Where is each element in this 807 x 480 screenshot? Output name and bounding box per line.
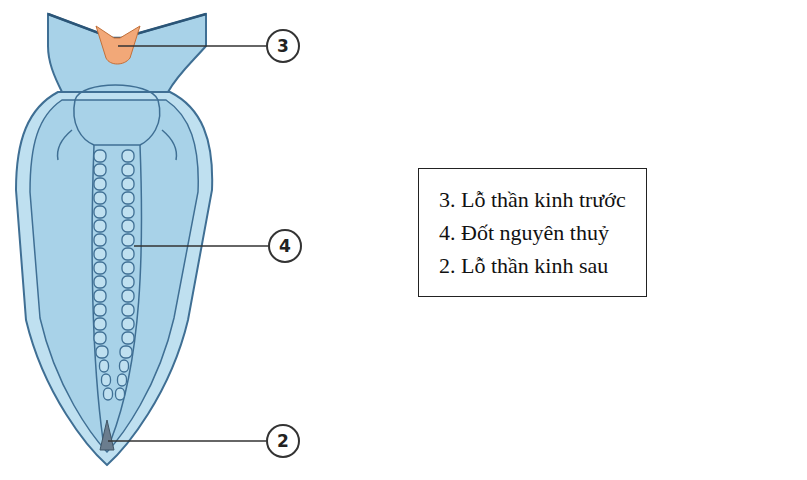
somite bbox=[122, 150, 134, 162]
somite bbox=[100, 360, 109, 372]
somite bbox=[122, 220, 134, 232]
somite bbox=[94, 262, 106, 274]
somite bbox=[118, 374, 127, 386]
embryo-inner bbox=[30, 100, 198, 452]
somite bbox=[122, 248, 134, 260]
callout-label: 4 bbox=[279, 236, 291, 256]
somite bbox=[94, 304, 106, 316]
embryo-body bbox=[16, 92, 212, 465]
somite bbox=[94, 276, 106, 288]
leader-line bbox=[134, 245, 268, 247]
somite bbox=[94, 290, 106, 302]
head-fold bbox=[48, 14, 206, 92]
somite bbox=[94, 164, 106, 176]
somite bbox=[122, 192, 134, 204]
leader-line bbox=[118, 45, 266, 47]
somite bbox=[122, 234, 134, 246]
anterior-neuropore bbox=[96, 26, 140, 64]
somite bbox=[94, 206, 106, 218]
somite bbox=[122, 332, 134, 344]
somites bbox=[94, 150, 134, 400]
somite bbox=[122, 262, 134, 274]
somite bbox=[94, 150, 106, 162]
callout-number: 3 bbox=[266, 29, 300, 63]
somite bbox=[122, 304, 134, 316]
legend-text: 3. Lỗ thần kinh trước bbox=[439, 183, 626, 216]
somite bbox=[94, 178, 106, 190]
legend-box: 3. Lỗ thần kinh trước4. Đốt nguyên thuỷ2… bbox=[418, 168, 647, 297]
somite bbox=[122, 290, 134, 302]
posterior-neuropore bbox=[100, 420, 114, 450]
somite bbox=[122, 318, 134, 330]
callout-label: 3 bbox=[277, 36, 289, 56]
neural-fold bbox=[92, 145, 141, 440]
somite bbox=[94, 332, 106, 344]
brain-fold bbox=[74, 85, 160, 145]
legend-text: 2. Lỗ thần kinh sau bbox=[439, 249, 626, 282]
somite bbox=[94, 248, 106, 260]
leader-line bbox=[108, 440, 266, 442]
somite bbox=[122, 276, 134, 288]
somite bbox=[122, 164, 134, 176]
somite bbox=[116, 388, 125, 400]
somite bbox=[120, 346, 132, 358]
somite bbox=[96, 346, 108, 358]
somite bbox=[120, 360, 129, 372]
somite bbox=[94, 192, 106, 204]
legend-text: 4. Đốt nguyên thuỷ bbox=[439, 216, 626, 249]
callout-number: 4 bbox=[268, 229, 302, 263]
somite bbox=[94, 234, 106, 246]
somite bbox=[104, 388, 113, 400]
callout-label: 2 bbox=[277, 431, 289, 451]
somite bbox=[94, 220, 106, 232]
fold-line bbox=[58, 130, 177, 160]
somite bbox=[122, 178, 134, 190]
somite bbox=[94, 318, 106, 330]
somite bbox=[102, 374, 111, 386]
somite bbox=[122, 206, 134, 218]
callout-number: 2 bbox=[266, 424, 300, 458]
